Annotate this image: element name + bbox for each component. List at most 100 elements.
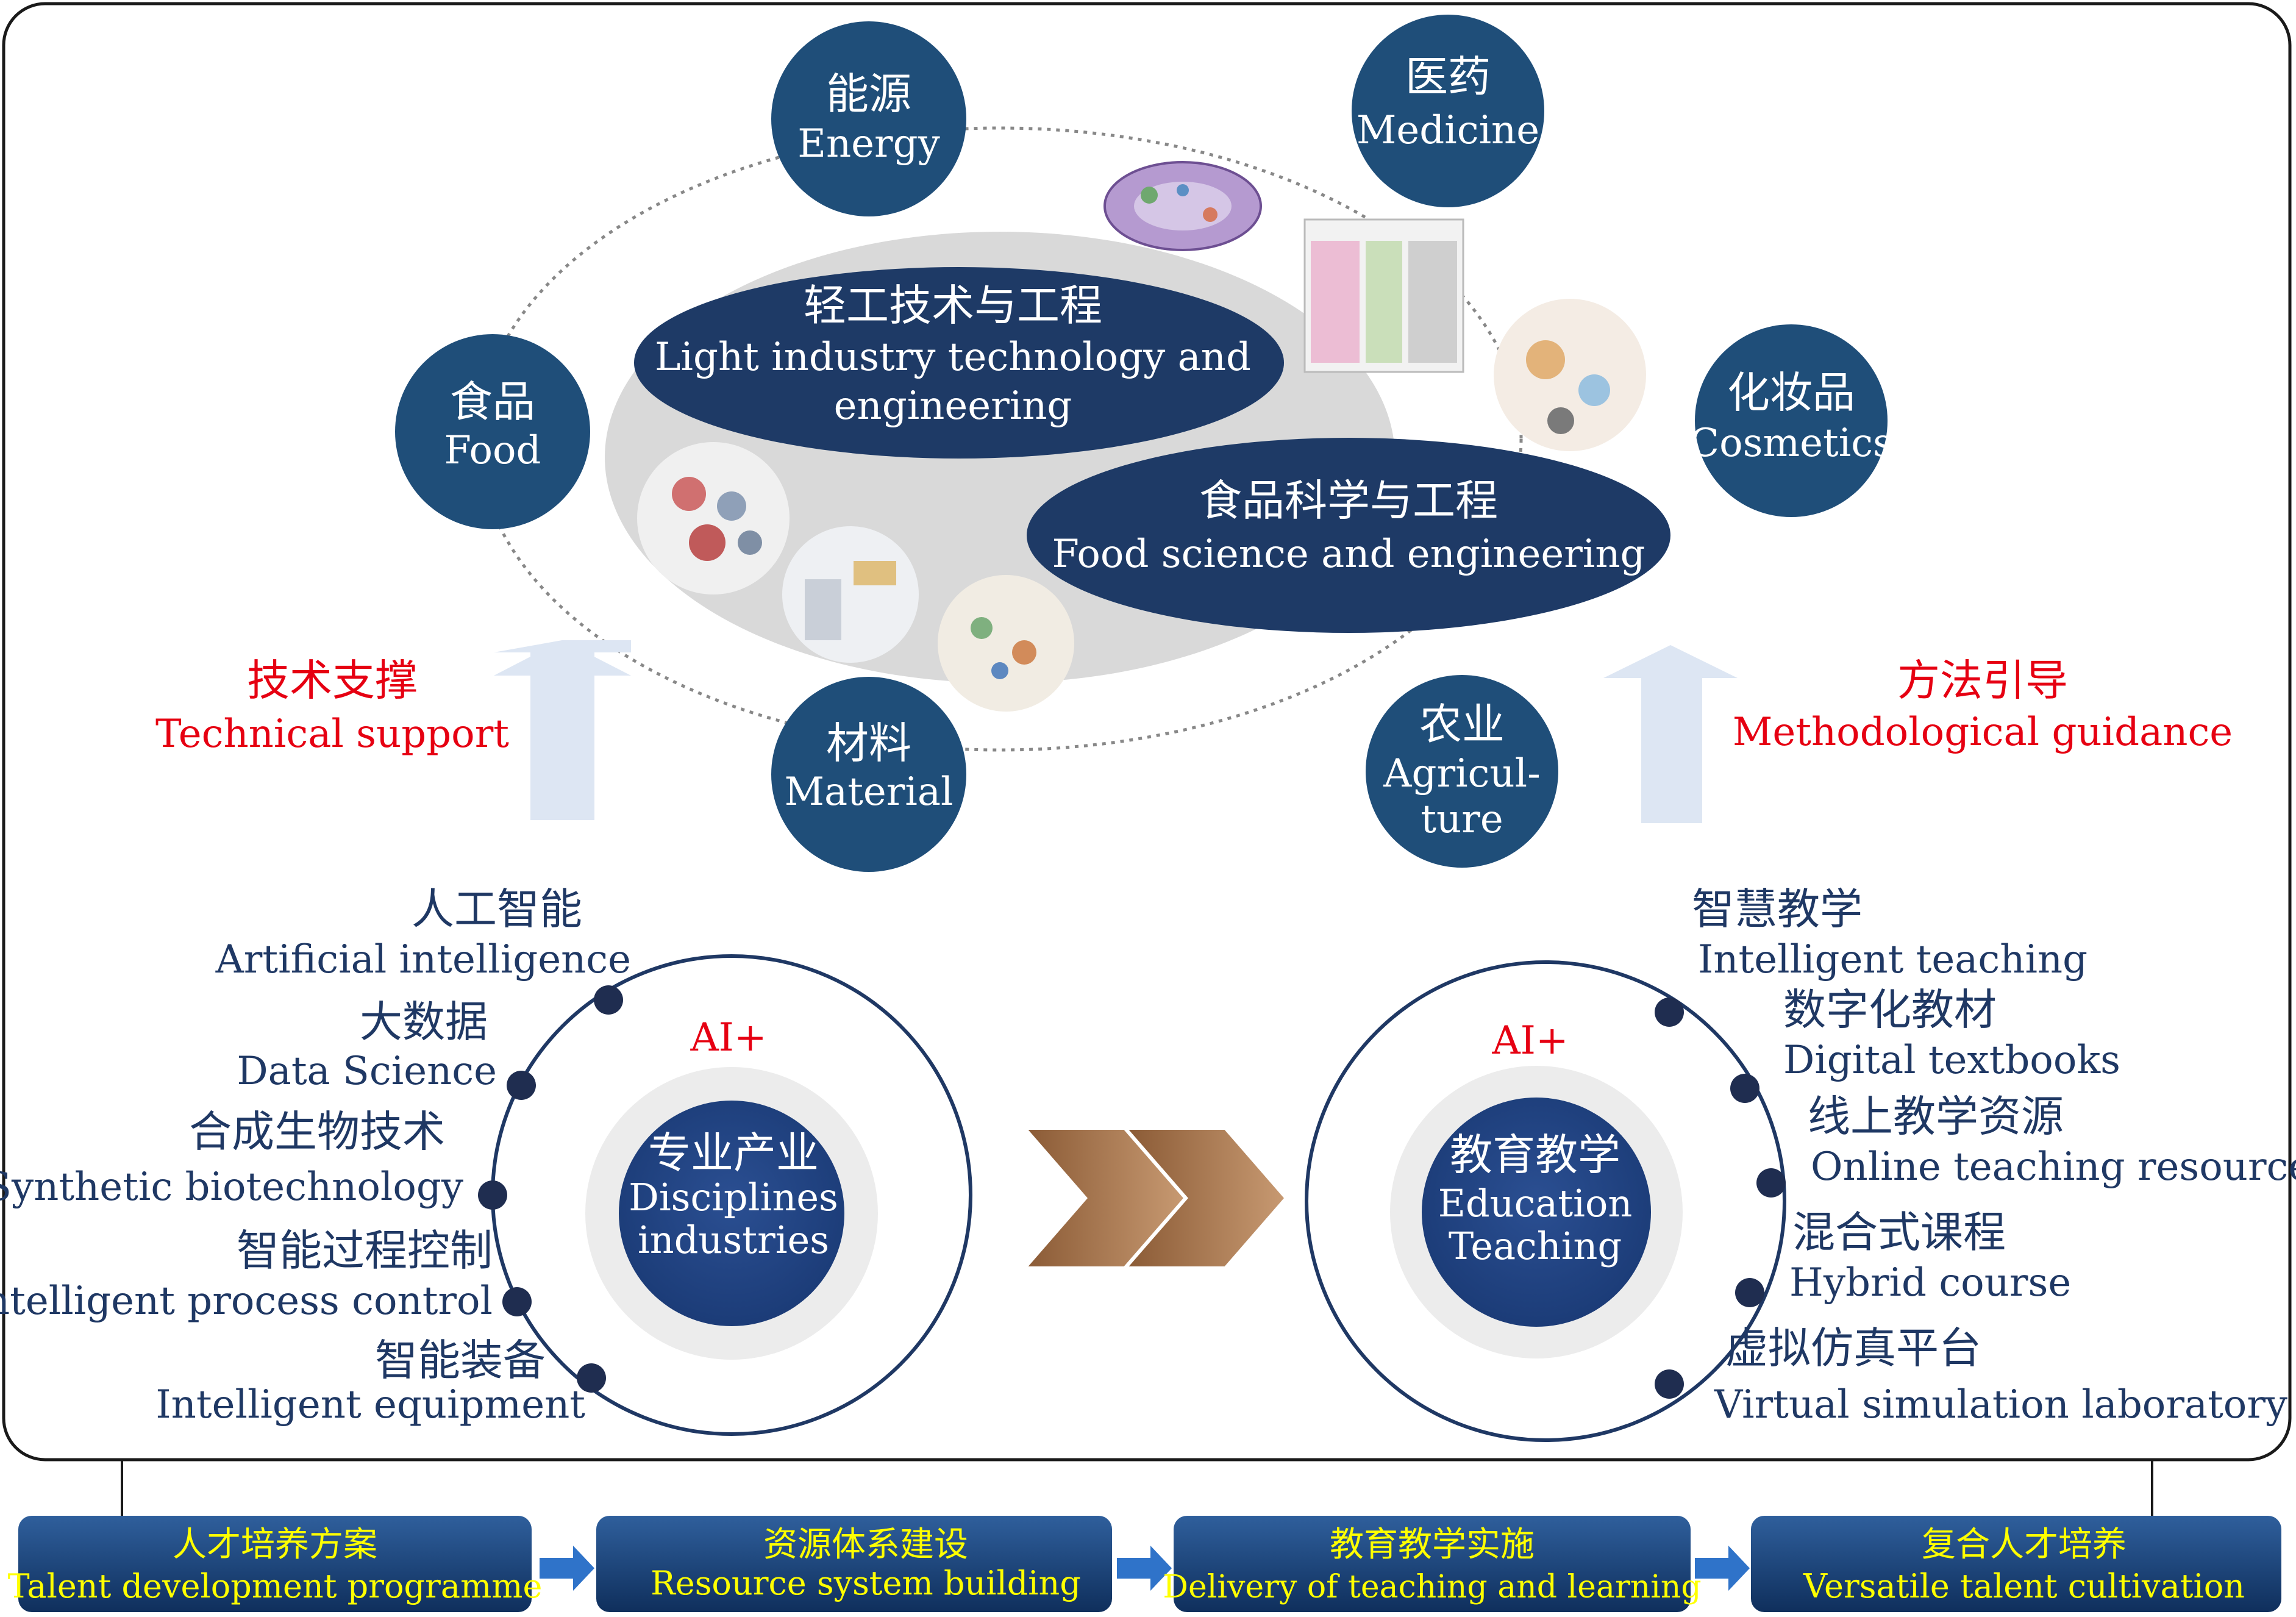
node-material-cn: 材料 bbox=[826, 718, 911, 768]
technical-support-cn: 技术支撑 bbox=[247, 655, 418, 705]
process-step-4-en: Versatile talent cultivation bbox=[1803, 1567, 2245, 1605]
right-dot-3 bbox=[1756, 1168, 1786, 1198]
left-item-2-cn: 大数据 bbox=[360, 997, 488, 1047]
light-industry-en2: engineering bbox=[834, 384, 1072, 429]
pathway-thumbnails bbox=[637, 161, 1646, 712]
node-energy: 能源 Energy bbox=[771, 21, 966, 216]
right-item-4-cn: 混合式课程 bbox=[1792, 1207, 2006, 1257]
node-agriculture-en2: ture bbox=[1421, 797, 1503, 842]
left-item-4-cn: 智能过程控制 bbox=[237, 1226, 493, 1276]
node-medicine-en: Medicine bbox=[1357, 108, 1539, 153]
right-item-2-en: Digital textbooks bbox=[1783, 1038, 2120, 1083]
node-medicine: 医药 Medicine bbox=[1352, 15, 1544, 207]
discipline-light-industry: 轻工技术与工程 Light industry technology and en… bbox=[634, 267, 1284, 459]
left-dot-1 bbox=[594, 985, 623, 1015]
right-item-2-cn: 数字化教材 bbox=[1783, 985, 1997, 1035]
right-dot-2 bbox=[1730, 1074, 1759, 1103]
right-item-1-en: Intelligent teaching bbox=[1698, 937, 2087, 982]
thumbnail-cell-diagram bbox=[1103, 161, 1262, 251]
process-step-1-cn: 人才培养方案 bbox=[173, 1525, 377, 1565]
left-hub-labels: 人工智能 Artificial intelligence 大数据 Data Sc… bbox=[0, 884, 631, 1427]
left-item-1-cn: 人工智能 bbox=[412, 884, 582, 934]
right-dot-1 bbox=[1655, 998, 1684, 1027]
up-arrow-left-head bbox=[494, 640, 631, 676]
food-science-cn: 食品科学与工程 bbox=[1199, 476, 1498, 526]
node-material-en: Material bbox=[785, 769, 954, 815]
right-hub-en2: Teaching bbox=[1449, 1224, 1622, 1268]
up-arrow-right-shaft bbox=[1641, 674, 1702, 823]
left-item-3-en: Synthetic biotechnology bbox=[0, 1165, 463, 1210]
left-item-1-en: Artificial intelligence bbox=[215, 937, 631, 982]
left-hub: AI+ 专业产业 Disciplines industries bbox=[491, 954, 972, 1436]
thumbnail-molecule bbox=[637, 442, 790, 594]
thumbnail-lab-device bbox=[782, 526, 919, 663]
process-step-2-cn: 资源体系建设 bbox=[763, 1525, 968, 1565]
left-item-5-en: Intelligent equipment bbox=[155, 1382, 585, 1427]
node-cosmetics: 化妆品 Cosmetics bbox=[1689, 324, 1893, 517]
node-food: 食品 Food bbox=[395, 334, 590, 529]
process-step-1: 人才培养方案 Talent development programme bbox=[8, 1516, 543, 1612]
up-arrow-left-shaft bbox=[530, 671, 594, 820]
process-step-4: 复合人才培养 Versatile talent cultivation bbox=[1751, 1516, 2281, 1612]
process-step-1-en: Talent development programme bbox=[8, 1567, 543, 1605]
double-chevron-arrow bbox=[1020, 1126, 1289, 1270]
process-arrow-2 bbox=[1117, 1546, 1172, 1591]
thumbnail-metabolic-map bbox=[938, 575, 1074, 712]
food-science-en: Food science and engineering bbox=[1052, 532, 1645, 577]
right-item-3-en: Online teaching resources bbox=[1811, 1144, 2296, 1190]
node-cosmetics-cn: 化妆品 bbox=[1727, 368, 1855, 418]
thumbnail-pathway-table bbox=[1303, 218, 1464, 373]
left-dot-3 bbox=[478, 1180, 507, 1210]
right-dot-4 bbox=[1735, 1278, 1764, 1307]
right-dot-5 bbox=[1655, 1369, 1684, 1399]
right-item-5-en: Virtual simulation laboratory bbox=[1714, 1382, 2287, 1427]
discipline-food-science: 食品科学与工程 Food science and engineering bbox=[1027, 438, 1670, 633]
left-item-5-cn: 智能装备 bbox=[375, 1335, 546, 1385]
process-step-3-en: Delivery of teaching and learning bbox=[1163, 1569, 1701, 1605]
node-agriculture-en1: Agricul- bbox=[1383, 751, 1540, 796]
right-item-4-en: Hybrid course bbox=[1789, 1260, 2071, 1305]
right-item-5-cn: 虚拟仿真平台 bbox=[1725, 1323, 1981, 1373]
process-step-2-en: Resource system building bbox=[651, 1564, 1081, 1602]
right-item-1-cn: 智慧教学 bbox=[1692, 884, 1863, 934]
process-step-2: 资源体系建设 Resource system building bbox=[596, 1516, 1112, 1612]
left-hub-cn: 专业产业 bbox=[648, 1128, 819, 1178]
node-agriculture-cn: 农业 bbox=[1419, 699, 1505, 749]
left-hub-en2: industries bbox=[638, 1218, 829, 1262]
right-hub-cn: 教育教学 bbox=[1450, 1130, 1620, 1180]
right-item-3-cn: 线上教学资源 bbox=[1808, 1091, 2064, 1141]
node-energy-cn: 能源 bbox=[826, 69, 911, 119]
node-agriculture: 农业 Agricul- ture bbox=[1366, 675, 1558, 868]
process-step-3: 教育教学实施 Delivery of teaching and learning bbox=[1163, 1516, 1702, 1612]
left-dot-5 bbox=[577, 1363, 606, 1393]
process-step-3-cn: 教育教学实施 bbox=[1330, 1525, 1535, 1565]
process-arrow-1 bbox=[540, 1546, 594, 1591]
right-hub-labels: 智慧教学 Intelligent teaching 数字化教材 Digital … bbox=[1692, 884, 2296, 1427]
node-food-cn: 食品 bbox=[450, 377, 535, 427]
node-energy-en: Energy bbox=[797, 121, 940, 166]
node-food-en: Food bbox=[444, 428, 541, 473]
right-hub-en1: Education bbox=[1438, 1181, 1633, 1226]
left-item-2-en: Data Science bbox=[237, 1049, 497, 1094]
thumbnail-organism bbox=[1494, 299, 1646, 451]
light-industry-cn: 轻工技术与工程 bbox=[804, 280, 1102, 330]
process-arrow-3 bbox=[1695, 1546, 1750, 1591]
left-item-4-en: Intelligent process control bbox=[0, 1279, 493, 1324]
node-material: 材料 Material bbox=[771, 677, 966, 872]
right-hub-dots bbox=[1655, 998, 1786, 1399]
node-medicine-cn: 医药 bbox=[1405, 52, 1491, 102]
left-dot-4 bbox=[502, 1287, 532, 1316]
method-guidance-cn: 方法引导 bbox=[1897, 655, 2068, 705]
left-hub-dots bbox=[478, 985, 623, 1393]
left-hub-ai: AI+ bbox=[690, 1015, 766, 1060]
process-step-4-cn: 复合人才培养 bbox=[1922, 1525, 2127, 1565]
left-item-3-cn: 合成生物技术 bbox=[189, 1107, 445, 1157]
right-hub: AI+ 教育教学 Education Teaching bbox=[1305, 960, 1786, 1442]
light-industry-en1: Light industry technology and bbox=[655, 335, 1251, 380]
left-hub-en1: Disciplines bbox=[629, 1175, 838, 1219]
up-arrow-right-head bbox=[1603, 645, 1738, 678]
node-cosmetics-en: Cosmetics bbox=[1689, 421, 1893, 466]
method-guidance-en: Methodological guidance bbox=[1733, 710, 2233, 755]
left-dot-2 bbox=[507, 1071, 536, 1100]
